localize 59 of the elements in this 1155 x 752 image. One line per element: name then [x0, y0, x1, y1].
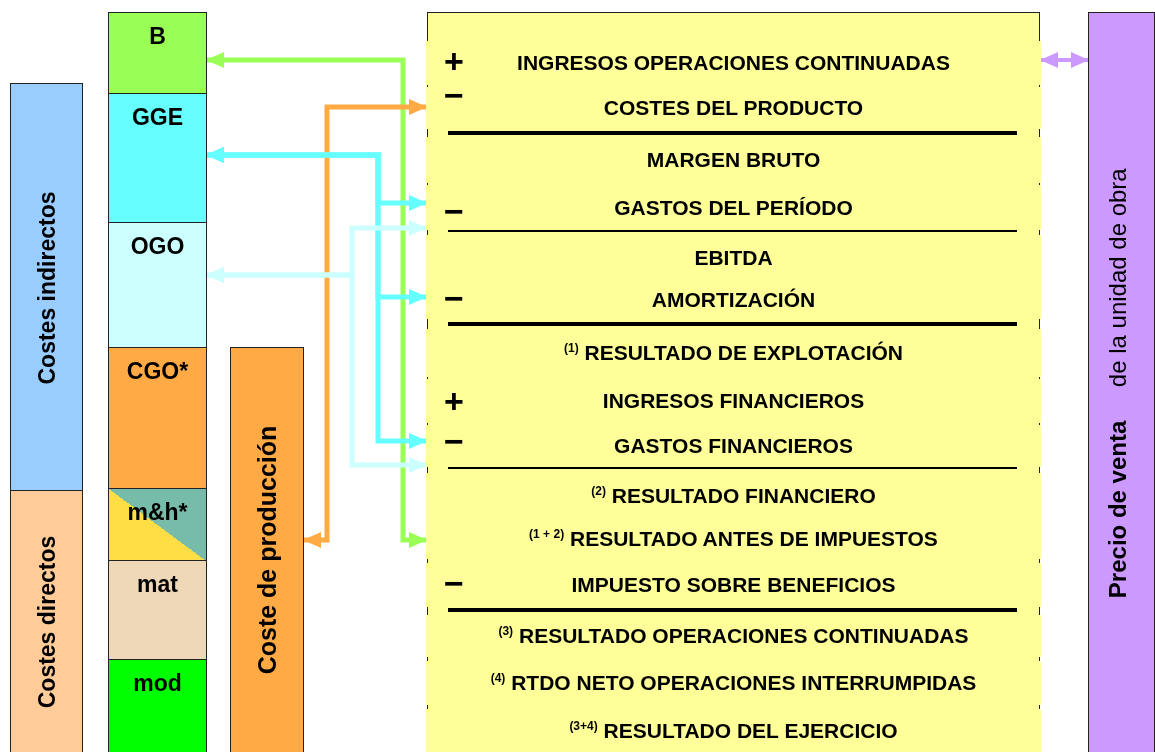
line-item-label: INGRESOS FINANCIEROS [602, 389, 865, 413]
block-label: GGE [131, 105, 184, 131]
operator-sign: − [444, 85, 464, 105]
line-item-label: COSTES DEL PRODUCTO [603, 96, 864, 120]
statement-panel [427, 12, 1040, 752]
line-item-label: INGRESOS OPERACIONES CONTINUADAS [517, 51, 950, 75]
line-item-label: EBITDA [694, 246, 773, 270]
line-item-label: $^{(4)}$ RTDO NETO OPERACIONES INTERRUMPIDAS [490, 671, 977, 695]
line-item-label: $^{(1 + 2)}$ RESULTADO ANTES DE IMPUESTOS [529, 527, 938, 551]
bar-label: de la unidad de obra [1104, 167, 1132, 387]
block-label: mat [137, 572, 178, 598]
bar-label: Precio de venta [1104, 420, 1132, 599]
cost-bar [10, 490, 83, 752]
arrow [206, 147, 427, 449]
line-item-label: AMORTIZACIÓN [651, 288, 816, 312]
operator-sign: + [444, 51, 464, 71]
arrow [206, 52, 427, 548]
cost-block [108, 93, 207, 223]
statement-row [426, 709, 1041, 752]
block-label: B [149, 24, 166, 50]
block-label: OGO [130, 234, 185, 260]
statement-row [426, 137, 1041, 183]
bar-label: Coste de producción [252, 425, 281, 675]
line-item-label: $^{(2)}$ RESULTADO FINANCIERO [591, 484, 876, 508]
operator-sign: − [444, 201, 464, 221]
line-item-label: $^{(1)}$ RESULTADO DE EXPLOTACIÓN [564, 341, 903, 365]
cost-bar [230, 347, 304, 752]
statement-row [426, 185, 1041, 230]
cost-block [108, 560, 207, 660]
statement-row [426, 281, 1041, 319]
operator-sign: − [444, 288, 464, 308]
cost-block [108, 222, 207, 348]
operator-sign: − [444, 431, 464, 451]
block-label: mod [133, 671, 182, 697]
operator-sign: − [444, 573, 464, 593]
arrow [1040, 52, 1089, 68]
bar-label: Costes indirectos [33, 191, 59, 384]
block-label: CGO* [126, 359, 189, 385]
line-item-label: $^{(3+4)}$ RESULTADO DEL EJERCICIO [569, 719, 898, 743]
arrow [206, 267, 427, 473]
price-bar [1088, 12, 1155, 752]
cost-block [108, 12, 207, 94]
cost-block [108, 659, 207, 752]
cost-bar [10, 83, 83, 490]
cost-block [108, 347, 207, 489]
statement-row [426, 425, 1041, 467]
arrow [303, 99, 427, 548]
statement-row [426, 87, 1041, 129]
line-item-label: IMPUESTO SOBRE BENEFICIOS [571, 573, 896, 597]
line-item-label: GASTOS DEL PERÍODO [614, 195, 853, 220]
line-item-label: GASTOS FINANCIEROS [614, 434, 853, 458]
statement-row [426, 615, 1041, 657]
bar-label: Costes directos [33, 535, 59, 709]
statement-row [426, 235, 1041, 281]
line-item-label: $^{(3)}$ RESULTADO OPERACIONES CONTINUADAS [498, 624, 969, 648]
statement-row [426, 563, 1041, 607]
statement-row [426, 329, 1041, 377]
line-item-label: MARGEN BRUTO [646, 148, 821, 172]
operator-sign: + [444, 391, 464, 411]
